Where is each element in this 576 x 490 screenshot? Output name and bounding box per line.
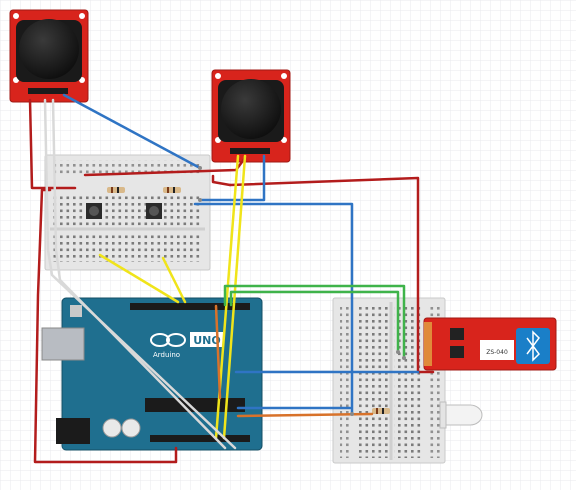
arduino-brand-label: Arduino: [153, 351, 180, 359]
wires: [28, 93, 435, 464]
wire-red-right: [211, 174, 232, 187]
breadboard-top: [44, 154, 211, 271]
joystick-1[interactable]: [9, 9, 89, 103]
wire-endpoints: [198, 166, 406, 416]
resistor-1: [107, 187, 125, 193]
wire-red-left: [33, 188, 178, 464]
reset-button[interactable]: [70, 305, 82, 317]
led: [439, 401, 483, 429]
wire-yellow-3: [98, 253, 180, 304]
wire-orange-1: [214, 304, 222, 400]
wire-yellow-2: [222, 154, 247, 440]
joystick-2-knob[interactable]: [221, 79, 281, 139]
resistor-3: [372, 408, 390, 414]
power-jack: [56, 418, 90, 444]
wire-yellow-4: [161, 256, 187, 304]
usb-connector: [41, 327, 85, 361]
wire-orange-2: [236, 412, 374, 418]
wire-red-joy1: [28, 98, 77, 190]
push-button-2[interactable]: [146, 203, 162, 219]
resistor-2: [163, 187, 181, 193]
bluetooth-chip-label: ZS-040: [486, 349, 508, 356]
wire-white-1: [43, 98, 237, 450]
bluetooth-module: ZS-040: [423, 317, 557, 371]
arduino-model-label: UNO: [193, 334, 221, 347]
wire-blue-long: [193, 202, 354, 416]
push-button-1[interactable]: [86, 203, 102, 219]
joystick-2[interactable]: [211, 69, 291, 163]
arduino-logo: [150, 333, 186, 347]
wire-blue-joy1: [62, 93, 202, 170]
joystick-1-knob[interactable]: [19, 19, 79, 79]
arduino-uno-board: Arduino UNO: [41, 297, 263, 451]
wire-green-2: [229, 290, 400, 354]
wire-red-top: [228, 176, 435, 374]
wire-white-2: [51, 98, 227, 450]
wire-green-1: [223, 284, 406, 360]
wire-blue-joy2: [198, 154, 266, 202]
